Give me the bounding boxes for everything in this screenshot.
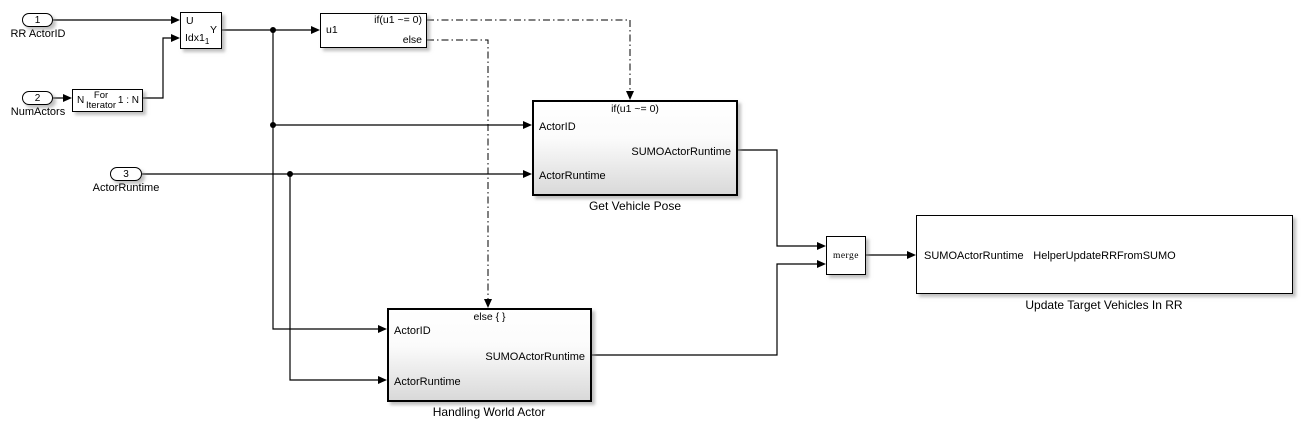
get-vehicle-pose-control-port-label: if(u1 ~= 0) — [611, 103, 659, 115]
for-iterator-title: For Iterator — [86, 90, 117, 111]
for-iterator-output-1n: 1 : N — [117, 95, 139, 106]
handling-world-actor-name: Handling World Actor — [432, 405, 546, 419]
branch-dot — [270, 122, 276, 128]
get-vehicle-pose-input-actorruntime: ActorRuntime — [539, 170, 606, 182]
merge-label: merge — [832, 250, 860, 261]
handling-world-actor-input-actorruntime: ActorRuntime — [394, 376, 461, 388]
arrowhead — [171, 16, 180, 24]
get-vehicle-pose-output-sumoactorruntime: SUMOActorRuntime — [631, 146, 731, 158]
wire-handlingworldactor-to-merge[interactable] — [592, 263, 817, 356]
arrowhead — [63, 94, 72, 102]
control-wire-else-to-handlingworldactor[interactable] — [427, 39, 489, 299]
inport-numactors-label: NumActors — [10, 106, 66, 118]
branch-dot — [270, 27, 276, 33]
wire-foriterator-to-selector[interactable] — [143, 37, 171, 99]
get-vehicle-pose-block[interactable]: if(u1 ~= 0) ActorID ActorRuntime SUMOAct… — [532, 100, 738, 196]
inport-number: 2 — [34, 93, 41, 104]
if-block[interactable]: u1 if(u1 ~= 0) else — [320, 13, 427, 48]
arrowhead — [907, 251, 916, 259]
handling-world-actor-input-actorid: ActorID — [394, 325, 431, 337]
inport-number: 1 — [34, 15, 41, 26]
selector-output-y: Y — [209, 24, 217, 36]
inport-number: 3 — [123, 169, 129, 180]
arrowhead — [523, 121, 532, 129]
inport-rr-actorid[interactable]: 1 — [22, 13, 53, 27]
if-output-else: else — [402, 34, 422, 46]
if-output-condition: if(u1 ~= 0) — [374, 14, 422, 26]
for-iterator-input-n: N — [77, 95, 85, 106]
inport-numactors[interactable]: 2 — [22, 91, 53, 105]
handling-world-actor-output-sumoactorruntime: SUMOActorRuntime — [485, 351, 585, 363]
update-block-input-sumoactorruntime: SUMOActorRuntime — [924, 250, 1024, 262]
wire-actorruntime-to-handlingworldactor[interactable] — [289, 174, 378, 381]
wire-getvehiclepose-to-merge[interactable] — [738, 149, 817, 247]
update-target-vehicles-block[interactable]: SUMOActorRuntime HelperUpdateRRFromSUMO — [916, 215, 1293, 294]
control-arrowhead-down — [626, 91, 634, 100]
handling-world-actor-block[interactable]: else { } ActorID ActorRuntime SUMOActorR… — [387, 308, 592, 402]
arrowhead — [378, 325, 387, 333]
arrowhead — [523, 170, 532, 178]
inport-rr-actorid-label: RR ActorID — [10, 28, 66, 40]
wire-actorid-branch-vertical[interactable] — [272, 30, 378, 330]
get-vehicle-pose-input-actorid: ActorID — [539, 121, 576, 133]
arrowhead — [378, 376, 387, 384]
control-wire-if-to-getvehiclepose[interactable] — [427, 19, 631, 91]
handling-world-actor-control-port-label: else { } — [473, 311, 506, 323]
get-vehicle-pose-name: Get Vehicle Pose — [588, 199, 682, 213]
arrowhead — [817, 242, 826, 250]
selector-input-u: U — [186, 15, 194, 27]
arrowhead — [817, 260, 826, 268]
selector-block[interactable]: U Idx11 Y — [180, 12, 222, 49]
update-target-vehicles-name: Update Target Vehicles In RR — [1025, 298, 1183, 312]
branch-dot — [287, 171, 293, 177]
arrowhead — [311, 26, 320, 34]
for-iterator-block[interactable]: N For Iterator 1 : N — [72, 89, 143, 112]
update-block-function-name: HelperUpdateRRFromSUMO — [1033, 250, 1176, 262]
selector-input-idx1: Idx11 — [185, 32, 210, 47]
inport-actorruntime-label: ActorRuntime — [92, 182, 160, 194]
if-input-u1: u1 — [326, 24, 338, 36]
inport-actorruntime[interactable]: 3 — [110, 167, 142, 181]
arrowhead — [171, 34, 180, 42]
control-arrowhead-down — [484, 299, 492, 308]
merge-block[interactable]: merge — [826, 236, 866, 275]
